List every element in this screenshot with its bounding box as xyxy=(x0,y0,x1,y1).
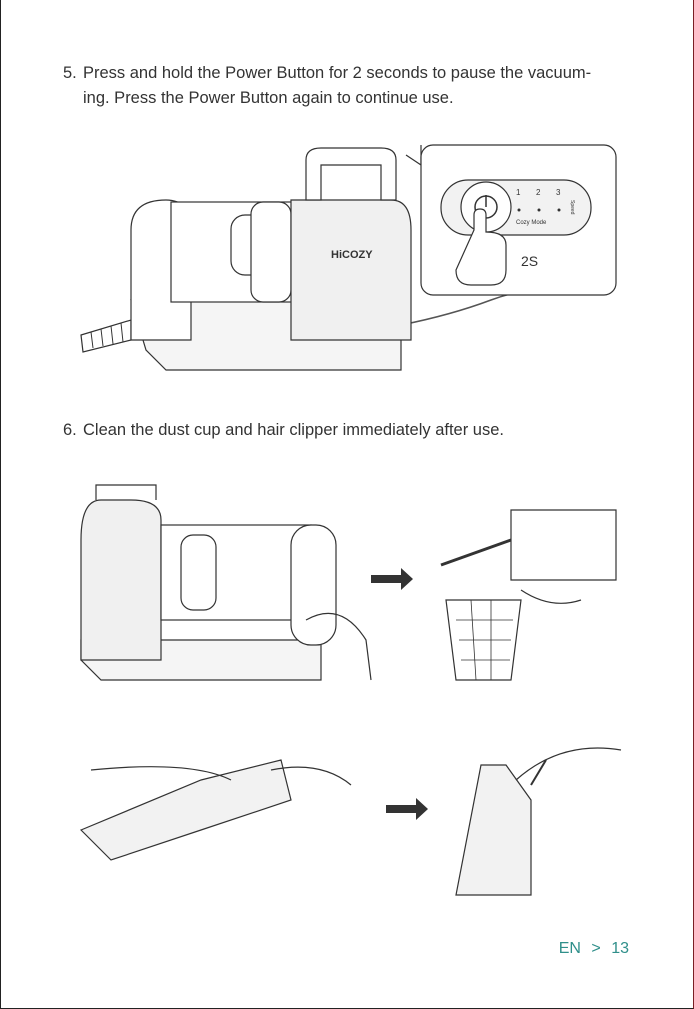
step-6-number: 6. xyxy=(63,418,77,443)
hold-time-label: 2S xyxy=(521,253,538,269)
speed-label: Speed xyxy=(569,200,575,215)
hair-clipper-cleaning-illustration xyxy=(61,720,641,900)
language-code: EN xyxy=(559,940,581,958)
step-5-number: 5. xyxy=(63,61,77,86)
arrow-right-icon-2 xyxy=(386,798,428,820)
step-6-line-1: Clean the dust cup and hair clipper imme… xyxy=(83,418,504,443)
brand-logo-text: HiCOZY xyxy=(331,249,373,261)
speed-number-2: 2 xyxy=(536,188,541,197)
step-5-instruction: 5. Press and hold the Power Button for 2… xyxy=(63,61,591,111)
speed-number-1: 1 xyxy=(516,188,521,197)
step-6-instruction: 6. Clean the dust cup and hair clipper i… xyxy=(63,418,504,443)
speed-number-3: 3 xyxy=(556,188,561,197)
vacuum-device-illustration: 1 2 3 Speed Cozy Mode 2S HiCOZY xyxy=(71,140,631,380)
step-5-line-2: ing. Press the Power Button again to con… xyxy=(83,86,591,111)
dust-cup-removal-illustration xyxy=(61,480,641,710)
page-footer: EN > 13 xyxy=(559,940,629,958)
page-number: 13 xyxy=(611,940,629,958)
step-5-line-1: Press and hold the Power Button for 2 se… xyxy=(83,61,591,86)
arrow-right-icon xyxy=(371,568,413,590)
cozy-mode-label: Cozy Mode xyxy=(516,220,547,226)
footer-separator: > xyxy=(591,940,600,958)
